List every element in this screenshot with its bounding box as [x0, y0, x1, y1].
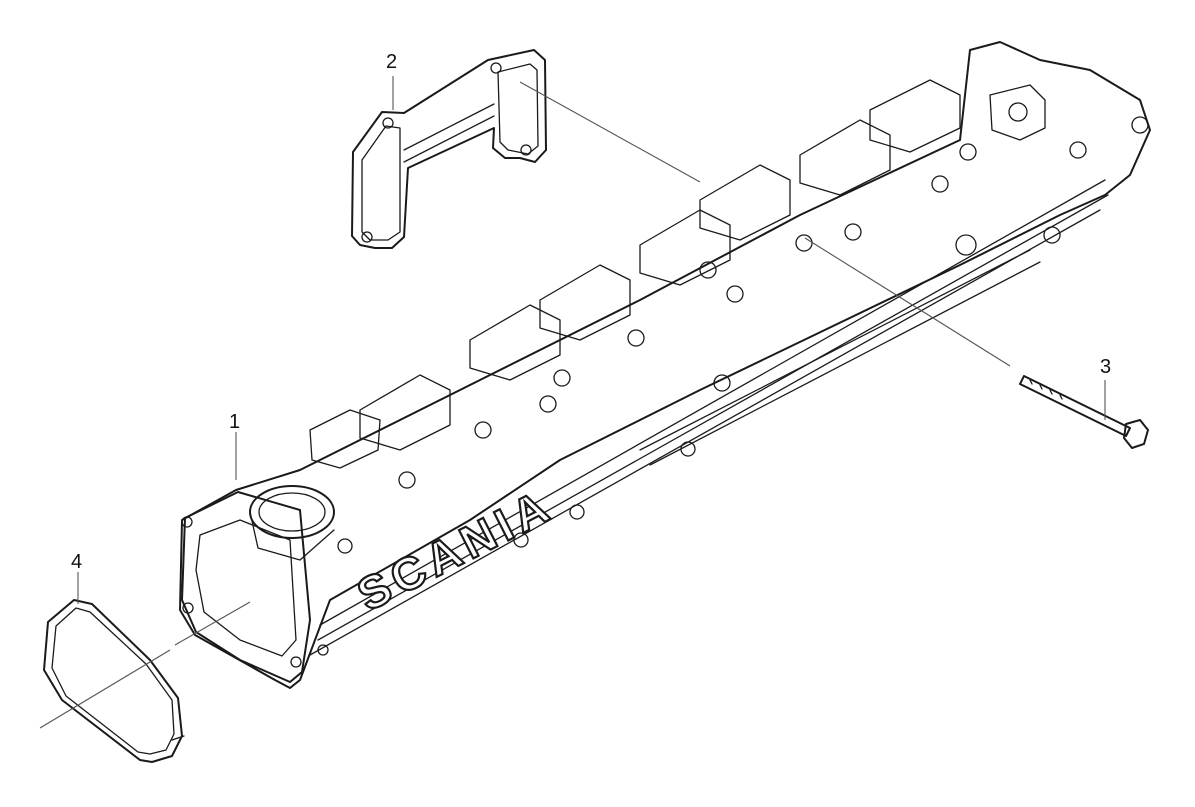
part-3-bolt	[1019, 375, 1149, 449]
leader-4-axis	[39, 601, 251, 729]
callout-4: 4	[71, 551, 82, 573]
runner-blocks	[309, 79, 961, 469]
mounting-bosses	[337, 116, 1149, 554]
callout-2: 2	[386, 51, 397, 73]
leader-lines	[39, 76, 1106, 729]
leader-3-axis	[804, 237, 1011, 367]
callout-1: 1	[229, 411, 240, 433]
part-4-gasket	[43, 599, 185, 763]
leader-2-axis	[519, 81, 701, 183]
manifold-logo-text: SCANIA	[349, 478, 562, 621]
callout-numbers: 1 2 3 4	[71, 51, 1111, 573]
callout-3: 3	[1100, 356, 1111, 378]
part-2-gasket	[351, 49, 547, 249]
part-1-manifold: SCANIA	[179, 41, 1151, 689]
